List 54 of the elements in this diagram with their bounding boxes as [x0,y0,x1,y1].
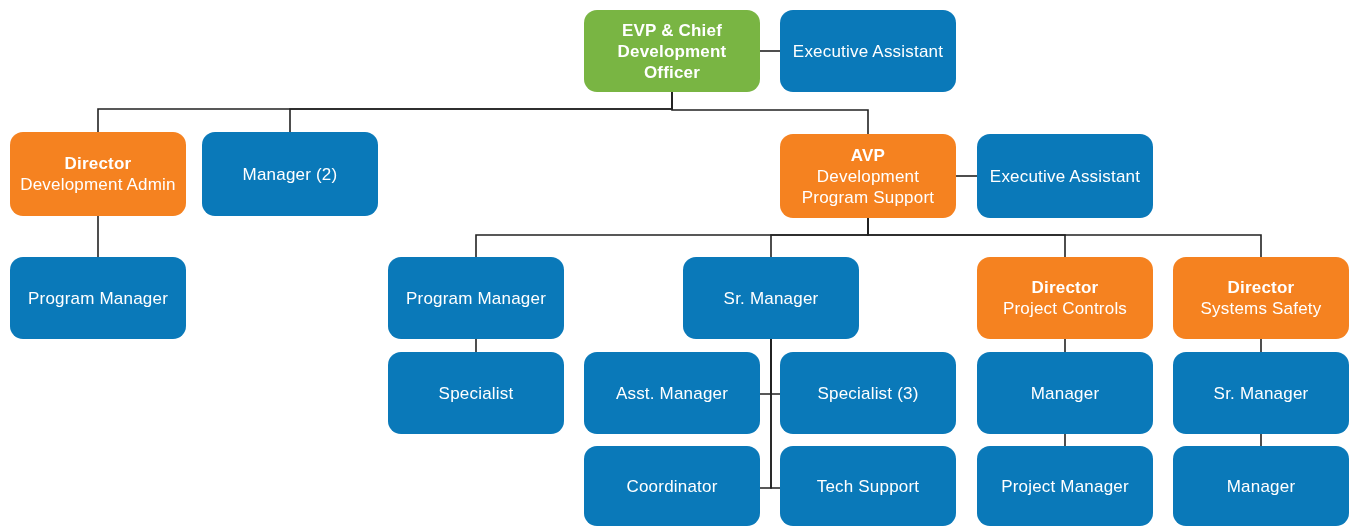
position-box [1173,446,1349,526]
position-title: Specialist [438,382,514,404]
role-heading: Director [1227,277,1295,298]
connector-line [1260,433,1262,447]
position-box [780,352,956,434]
position-title: Program Manager [406,287,546,309]
position-title: Project Controls [1002,298,1128,319]
position-title: Development Admin [20,174,176,195]
position-title: Manager [1030,382,1100,404]
connector-line [770,338,781,489]
position-box [584,446,760,526]
position-title: Systems Safety [1200,298,1322,319]
position-box [10,257,186,339]
position-title: Tech Support [816,475,920,497]
position-box [683,257,859,339]
connector-line [475,338,477,353]
connector-line [759,50,781,52]
position-box [388,257,564,339]
position-title: Manager [1226,475,1296,497]
position-title: Program Manager [28,287,168,309]
role-heading: AVP [850,144,886,166]
position-box [977,257,1153,339]
position-title: Coordinator [626,475,718,497]
role-heading: Director [64,153,132,174]
position-title: Sr. Manager [1213,382,1309,404]
position-title: Development Program Support [800,165,936,208]
connector-line [671,91,869,135]
position-title: Asst. Manager [615,382,729,404]
connector-line [1064,338,1066,353]
position-box [1173,352,1349,434]
connector-line [1064,433,1066,447]
position-box [977,352,1153,434]
position-box [780,446,956,526]
position-box [388,352,564,434]
role-heading: Director [1031,277,1099,298]
position-title: Executive Assistant [989,165,1141,187]
position-box [1173,257,1349,339]
position-title: Sr. Manager [723,287,819,309]
position-box [780,134,956,218]
position-box [202,132,378,216]
position-title: Executive Assistant [792,40,944,62]
connector-line [1260,338,1262,353]
position-title: EVP & Chief Development Officer [616,19,728,83]
position-box [584,352,760,434]
position-box [780,10,956,92]
position-title: Specialist (3) [817,382,919,404]
position-title: Manager (2) [242,163,338,185]
connector-line [97,215,99,258]
position-box [10,132,186,216]
position-title: Project Manager [1001,475,1129,497]
connector-line [955,175,978,177]
position-box [584,10,760,92]
position-box [977,446,1153,526]
position-box [977,134,1153,218]
